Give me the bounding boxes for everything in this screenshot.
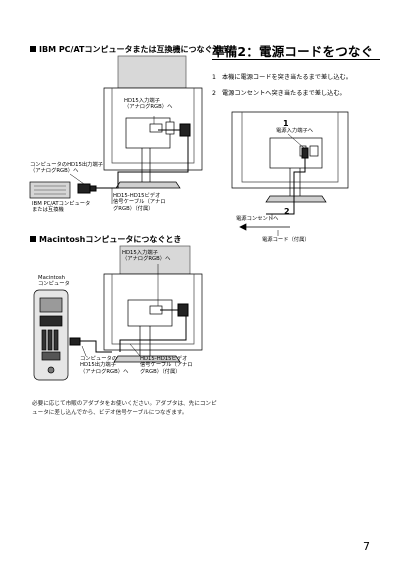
monitor-rear-1 <box>103 55 203 189</box>
fig2-label-hd15-input-line2: （アナログRGB）へ <box>122 256 171 263</box>
fig1-label-ibm-pc-line1: IBM PC/ATコンピュータ <box>32 201 91 207</box>
outlet-arrow-icon <box>239 223 290 231</box>
fig2-label-cable-line3: グRGB）（付属） <box>140 368 181 375</box>
fig2-label-mac: Macintosh コンピュータ <box>38 275 70 288</box>
ibm-computer-box <box>29 181 71 199</box>
title-rule <box>212 59 380 60</box>
fig2-label-mac-line2: コンピュータ <box>38 281 70 288</box>
square-bullet-icon <box>30 46 36 52</box>
hd15-video-cable-2 <box>69 303 189 353</box>
macintosh-tower <box>33 289 69 381</box>
page-title: 準備2：電源コードをつなぐ <box>212 44 374 59</box>
fig1-label-computer-output-line2: （アナログRGB）へ <box>30 168 79 175</box>
fig2-label-mac-line1: Macintosh <box>38 275 65 281</box>
fig2-label-cable-line1: HD15-HD15ビデオ <box>140 356 188 362</box>
fig2-label-cable: HD15-HD15ビデオ 信号ケーブル（アナロ グRGB）（付属） <box>140 356 193 375</box>
fig3-label-power-input: 電源入力端子へ <box>276 128 314 134</box>
leader-lines-1 <box>69 116 155 204</box>
leader-lines-3 <box>271 133 305 236</box>
step-2: 2 電源コンセントへ突き当たるまで差し込む。 <box>212 88 346 97</box>
fig3-label-outlet: 電源コンセントへ <box>236 216 279 222</box>
step-2-text: 電源コンセントへ突き当たるまで差し込む。 <box>222 90 346 97</box>
fig1-label-hd15-input: HD15入力端子 （アナログRGB）へ <box>124 98 172 111</box>
fig2-label-hd15-input: HD15入力端子 （アナログRGB）へ <box>122 250 170 263</box>
leader-lines-2 <box>81 264 159 357</box>
step-1-number: 1 <box>212 74 216 81</box>
step-1-text: 本機に電源コードを突き当たるまで差し込む。 <box>222 74 352 81</box>
power-cord <box>266 147 309 215</box>
square-bullet-icon <box>30 236 36 242</box>
callout-2: 2 <box>284 207 290 216</box>
fig2-label-computer-output-line3: （アナログRGB）へ <box>80 368 129 375</box>
fig3-label-cord: 電源コード（付属） <box>262 237 310 243</box>
fig1-label-cable: HD15-HD15ビデオ 信号ケーブル（アナロ グRGB）（付属） <box>113 193 166 212</box>
step-1: 1 本機に電源コードを突き当たるまで差し込む。 <box>212 72 352 81</box>
fig1-label-hd15-input-line2: （アナログRGB）へ <box>124 104 173 111</box>
section-heading-mac-text: Macintoshコンピュータにつなぐとき <box>39 235 182 244</box>
fig1-label-computer-output: コンピュータのHD15出力端子 （アナログRGB）へ <box>30 162 103 175</box>
fig1-label-hd15-input-line1: HD15入力端子 <box>124 98 160 104</box>
fig1-label-cable-line3: グRGB）（付属） <box>113 205 154 212</box>
fig1-label-ibm-pc-line2: または互換機 <box>32 207 64 214</box>
fig2-label-computer-output: コンピュータの HD15出力端子 （アナログRGB）へ <box>80 356 128 375</box>
section-heading-mac: Macintoshコンピュータにつなぐとき <box>30 234 181 245</box>
fig2-label-cable-line2: 信号ケーブル（アナロ <box>140 362 193 369</box>
fig1-label-cable-line2: 信号ケーブル（アナロ <box>113 199 166 206</box>
fig1-label-cable-line1: HD15-HD15ビデオ <box>113 193 161 199</box>
monitor-rear-2 <box>103 245 203 363</box>
fig2-label-computer-output-line2: HD15出力端子 <box>80 362 116 369</box>
fig2-label-computer-output-line1: コンピュータの <box>80 356 118 362</box>
fig2-label-hd15-input-line1: HD15入力端子 <box>122 250 158 256</box>
monitor-rear-3 <box>231 111 349 203</box>
hd15-video-cable-1 <box>77 123 191 194</box>
fig1-label-computer-output-line1: コンピュータのHD15出力端子 <box>30 162 104 168</box>
section-heading-ibm-text: IBM PC/ATコンピュータまたは互換機につなぐとき <box>39 45 229 54</box>
callout-1: 1 <box>283 119 289 128</box>
page-number: 7 <box>363 540 370 553</box>
fig1-label-ibm-pc: IBM PC/ATコンピュータ または互換機 <box>32 201 90 214</box>
section-heading-ibm: IBM PC/ATコンピュータまたは互換機につなぐとき <box>30 44 229 55</box>
adapter-note: 必要に応じて市販のアダプタをお使いください。アダプタは、先にコンピュータに差し込… <box>32 401 217 416</box>
step-2-number: 2 <box>212 90 216 97</box>
